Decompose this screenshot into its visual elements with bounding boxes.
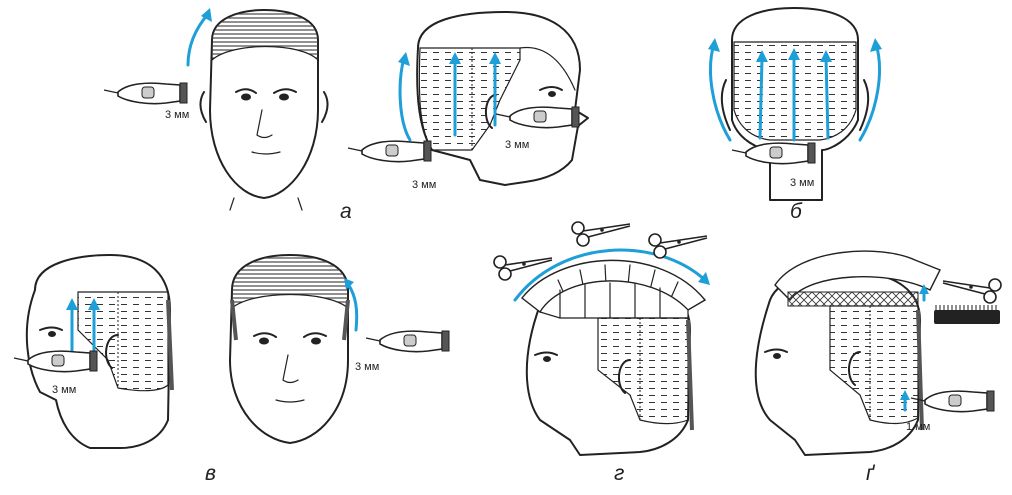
arrow-a1 <box>188 14 208 65</box>
figure-g-profile-head <box>522 260 705 455</box>
arrow-b3 <box>760 58 762 138</box>
label-1mm: 1 мм <box>906 421 930 433</box>
hair-clipper-icon <box>14 351 97 372</box>
label-3mm-4: 3 мм <box>790 177 814 189</box>
caption-b: б <box>790 200 803 223</box>
label-3mm-1: 3 мм <box>165 109 189 121</box>
figure-a-front-head <box>200 10 327 210</box>
scissors-icon <box>494 256 552 280</box>
label-3mm-5: 3 мм <box>52 384 76 396</box>
caption-a: а <box>340 200 352 223</box>
hair-clipper-icon <box>911 391 994 412</box>
figure-v-front-head <box>230 255 348 443</box>
label-3mm-3: 3 мм <box>505 139 529 151</box>
caption-g: г <box>614 462 624 485</box>
hair-clipper-icon <box>496 107 579 128</box>
figure-a-profile-head <box>417 12 588 185</box>
arrow-b5 <box>826 58 828 138</box>
arrow-a2 <box>400 58 410 140</box>
label-3mm-6: 3 мм <box>355 361 379 373</box>
scissors-icon <box>943 279 1001 303</box>
scissors-icon <box>572 222 630 246</box>
caption-g2: ґ <box>866 462 876 485</box>
hair-clipper-icon <box>104 83 187 104</box>
hair-clipper-icon <box>348 141 431 162</box>
caption-v: в <box>205 462 216 485</box>
label-3mm-2: 3 мм <box>412 179 436 191</box>
scissors-icon <box>649 234 707 258</box>
hair-clipper-icon <box>732 143 815 164</box>
hair-clipper-icon <box>366 331 449 352</box>
comb-icon <box>934 305 1000 324</box>
